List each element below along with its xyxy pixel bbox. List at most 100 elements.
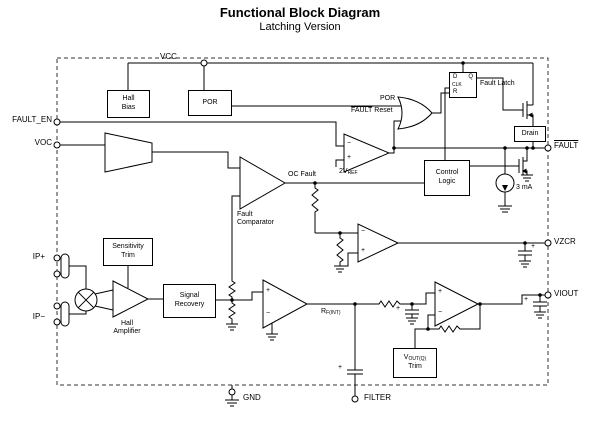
wire-or-to-reset [432, 92, 449, 114]
terminal-ip-minus-2 [53, 318, 61, 326]
vzcr-opamp-plus-sign: + [361, 247, 366, 254]
signal-recovery-block: Signal Recovery [163, 284, 216, 318]
signal-opamp-minus-sign: − [266, 310, 271, 317]
hall-amplifier-triangle [112, 280, 150, 318]
terminal-viout [544, 291, 552, 299]
symbols [60, 96, 515, 329]
capacitors [347, 243, 547, 396]
resistor-feedback [437, 325, 463, 333]
wire-drain-chain [504, 104, 534, 206]
hall-plate-x [77, 291, 95, 309]
terminal-ip-plus-2 [53, 270, 61, 278]
fault-comparator-label: Fault Comparator [237, 211, 274, 226]
fault-pin-label: FAULT [554, 141, 579, 150]
output-buffer-triangle [434, 281, 480, 327]
fault-latch-label: Fault Latch [480, 80, 515, 87]
rfint-label: RF(INT) [321, 308, 341, 316]
ff-clk-pin-label: CLK [452, 82, 462, 88]
filter-cap-plus-sign: + [338, 364, 343, 371]
resistor-vzcr-gnd [336, 233, 344, 266]
vout-trim-block: VOUT(Q) Trim [393, 348, 437, 378]
mosfet-2-arrow [522, 168, 527, 174]
viout-pin-label: VIOUT [554, 289, 579, 298]
voc-dac-trapezoid [104, 132, 153, 173]
por-block: POR [188, 90, 232, 116]
buffer-opamp-minus-sign: − [438, 309, 443, 316]
chip-boundary-dashed [56, 57, 549, 386]
ff-q-pin-label: Q [468, 74, 473, 80]
internal-cap-plus-sign: + [396, 305, 401, 312]
vout-trim-line2: Trim [408, 363, 422, 370]
resistor-divider-bottom [228, 300, 236, 322]
fault-latch-block: D Q CLK R [449, 72, 477, 98]
fault-en-pin-label: FAULT_EN [12, 115, 52, 124]
mosfet-1-body [522, 101, 528, 119]
control-logic-block: Control Logic [424, 160, 470, 196]
wires [57, 62, 547, 407]
arrows [502, 112, 533, 191]
hall-bias-block: Hall Bias [107, 90, 150, 118]
current-3ma-label: 3 mA [516, 184, 533, 191]
ff-d-pin-label: D [453, 74, 458, 80]
wire-clk [444, 87, 449, 160]
terminal-vcc [200, 59, 208, 67]
mosfet-1-arrow [528, 112, 533, 118]
signal-opamp-plus-sign: + [266, 287, 271, 294]
resistor-oc-fault [311, 183, 319, 233]
terminal-fault [544, 144, 552, 152]
ip-minus-leadframe [60, 301, 70, 327]
vref-comparator-triangle [343, 133, 391, 173]
viout-cap-plus-sign: + [524, 296, 529, 303]
por-signal-label: POR [380, 95, 396, 102]
vzcr-opamp-triangle [357, 223, 400, 263]
vzcr-opamp-minus-sign: − [361, 228, 366, 235]
voc-pin-label: VOC [34, 138, 52, 147]
buffer-opamp-plus-sign: + [438, 288, 443, 295]
wire-vref-stub [335, 159, 344, 167]
oc-fault-label: OC Fault [288, 171, 317, 178]
wire-divider-to-comparator [231, 195, 240, 278]
sensitivity-trim-block: Sensitivity Trim [103, 238, 153, 266]
filter-pin-label: FILTER [364, 393, 391, 402]
wire-hall-signal [94, 289, 263, 311]
wire-fault-en [57, 121, 344, 147]
page-subtitle: Latching Version [259, 21, 341, 33]
resistor-divider-top [228, 278, 236, 300]
vref-label: 2VREF [339, 168, 358, 176]
ip-minus-pin-label: IP− [32, 312, 45, 321]
ip-plus-pin-label: IP+ [32, 252, 45, 261]
ff-r-pin-label: R [453, 89, 458, 95]
vzcr-cap-plus-sign: + [531, 243, 536, 250]
page-title: Functional Block Diagram [219, 5, 381, 20]
junction-dots [230, 61, 542, 331]
vref-comparator-plus-sign: + [347, 154, 352, 161]
or-gate [397, 96, 433, 130]
drain-block: Drain [514, 126, 546, 142]
wire-voc-to-comparator [152, 151, 240, 169]
current-source-circle [495, 173, 515, 193]
fault-comparator-triangle [239, 156, 286, 210]
wire-comparator-output [389, 120, 403, 154]
vref-comparator-minus-sign: − [347, 140, 352, 147]
resistor-filter [377, 300, 403, 308]
wire-q-to-gate [477, 77, 523, 111]
ip-plus-leadframe [60, 253, 70, 279]
terminal-filter [351, 395, 359, 403]
terminal-voc [53, 141, 61, 149]
pin-terminals [53, 59, 552, 403]
terminal-ip-plus-1 [53, 254, 61, 262]
hall-amplifier-label: Hall Amplifier [113, 320, 141, 335]
resistors [228, 183, 463, 333]
vcc-pin-label: VCC [160, 52, 177, 61]
terminal-gnd [228, 388, 236, 396]
mosfet-2-body [518, 157, 524, 175]
gnd-pin-label: GND [243, 393, 261, 402]
terminal-vzcr [544, 239, 552, 247]
terminal-fault-en [53, 118, 61, 126]
wire-signal-out [307, 292, 545, 305]
wire-vcc-rail [127, 62, 534, 105]
vzcr-pin-label: VZCR [554, 237, 576, 246]
